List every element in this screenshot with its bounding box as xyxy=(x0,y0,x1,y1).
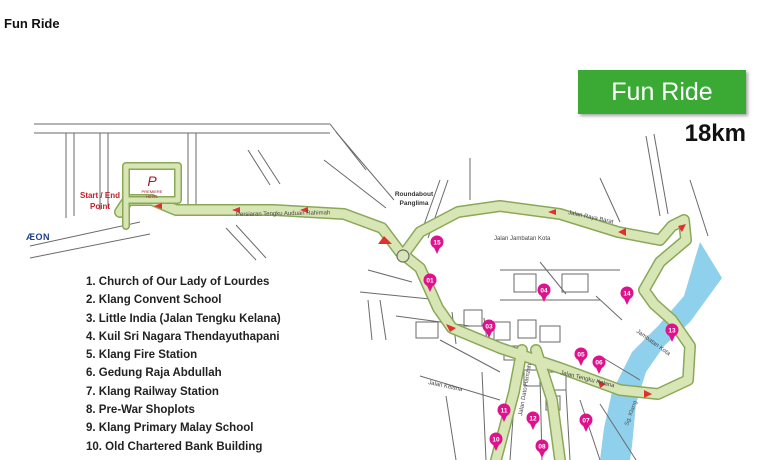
marker-number: 05 xyxy=(577,351,585,358)
direction-arrow-icon xyxy=(154,203,686,398)
marker-number: 06 xyxy=(595,359,603,366)
location-pin-icon[interactable]: 08 xyxy=(535,439,549,459)
location-pin-icon[interactable]: 10 xyxy=(489,432,503,452)
street-label-persiaran: Persiaran Tengku Auduan Rahimah xyxy=(236,210,330,218)
legend-item: 4. Kuil Sri Nagara Thendayuthapani xyxy=(86,330,280,343)
legend-item: 7. Klang Railway Station xyxy=(86,385,219,398)
location-pin-icon[interactable]: 01 xyxy=(423,273,437,293)
legend-item: 10. Old Chartered Bank Building xyxy=(86,440,263,453)
marker-number: 07 xyxy=(582,417,590,424)
legend-item: 6. Gedung Raja Abdullah xyxy=(86,367,222,380)
marker-number: 01 xyxy=(426,277,434,284)
label-roundabout-1: Roundabout xyxy=(395,191,434,198)
label-roundabout-2: Panglima xyxy=(400,200,429,207)
location-pin-icon[interactable]: 07 xyxy=(579,413,593,433)
marker-number: 03 xyxy=(485,323,493,330)
label-start-end-point: Point xyxy=(90,202,110,211)
location-pin-icon[interactable]: 15 xyxy=(430,235,444,255)
label-premiere-hotel: HOTEL xyxy=(146,195,158,199)
landmark-markers: 01 03 04 05 06 07 08 10 11 12 13 14 15 xyxy=(423,235,679,459)
street-label-kelana-lower: Jalan Kelana xyxy=(428,380,464,393)
street-blocks xyxy=(415,273,589,411)
street-label-jembatan: Jalan Jambatan Kota xyxy=(494,236,551,242)
marker-number: 04 xyxy=(540,287,548,294)
landmark-legend: 1. Church of Our Lady of Lourdes 2. Klan… xyxy=(86,273,281,456)
label-aeon: ÆON xyxy=(26,232,50,242)
page-title: Fun Ride xyxy=(4,16,60,31)
marker-number: 15 xyxy=(433,239,441,246)
marker-number: 14 xyxy=(623,290,631,297)
legend-item: 8. Pre-War Shoplots xyxy=(86,404,195,417)
river-klang xyxy=(600,242,722,460)
marker-number: 12 xyxy=(529,415,537,422)
location-pin-icon[interactable]: 14 xyxy=(620,286,634,306)
legend-item: 1. Church of Our Lady of Lourdes xyxy=(86,276,270,288)
route-name-badge: Fun Ride xyxy=(578,70,746,114)
location-pin-icon[interactable]: 04 xyxy=(537,283,551,303)
legend-item: 5. Klang Fire Station xyxy=(86,349,198,362)
label-start-end: Start / End xyxy=(80,191,120,200)
location-pin-icon[interactable]: 13 xyxy=(665,323,679,343)
marker-number: 10 xyxy=(492,436,500,443)
location-pin-icon[interactable]: 03 xyxy=(482,319,496,339)
roundabout-panglima xyxy=(396,249,410,263)
location-pin-icon[interactable]: 05 xyxy=(574,347,588,367)
location-pin-icon[interactable]: 06 xyxy=(592,355,606,375)
route-distance: 18km xyxy=(684,120,746,147)
label-premiere: PREMIERE xyxy=(142,189,163,194)
location-pin-icon[interactable]: 12 xyxy=(526,411,540,431)
marker-number: 08 xyxy=(538,443,546,450)
legend-item: 3. Little India (Jalan Tengku Kelana) xyxy=(86,312,281,325)
svg-text:P: P xyxy=(147,173,157,189)
legend-item: 2. Klang Convent School xyxy=(86,294,222,307)
legend-item: 9. Klang Primary Malay School xyxy=(86,422,254,435)
marker-number: 13 xyxy=(668,327,676,334)
marker-number: 11 xyxy=(501,407,508,414)
hotel-logo-icon: P PREMIERE HOTEL xyxy=(142,173,163,199)
location-pin-icon[interactable]: 11 xyxy=(497,403,511,423)
